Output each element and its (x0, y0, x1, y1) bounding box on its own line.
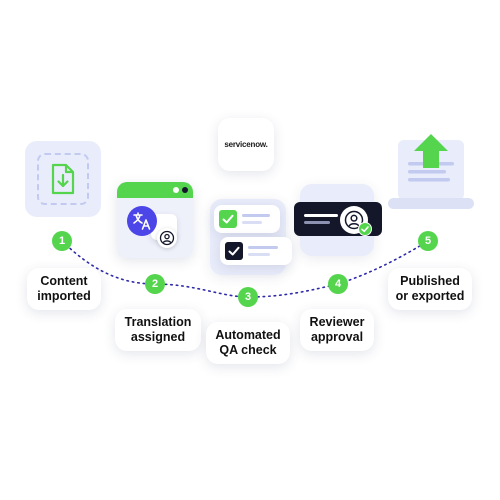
step-5-badge: 5 (418, 231, 438, 251)
window-dot-2 (182, 187, 188, 193)
checklist-item-2 (220, 237, 292, 265)
content-import-tile (25, 141, 101, 217)
checklist-item-1 (214, 205, 280, 233)
window-titlebar (117, 182, 193, 198)
translation-window (117, 182, 193, 258)
window-dot-1 (173, 187, 179, 193)
servicenow-logo: servicenow. (224, 140, 268, 149)
step-5-label: Published or exported (388, 268, 472, 310)
text-line (242, 221, 262, 224)
text-line (248, 246, 278, 249)
text-line (248, 253, 270, 256)
step-2-label: Translation assigned (115, 309, 201, 351)
text-line (304, 214, 338, 217)
document-download-icon (51, 163, 75, 195)
step-4-label: Reviewer approval (300, 309, 374, 351)
servicenow-logo-card: servicenow. (218, 118, 274, 171)
step-1-label: Content imported (27, 268, 101, 310)
green-checkbox-icon (219, 210, 237, 228)
approved-check-icon (358, 222, 372, 236)
translate-icon (127, 206, 157, 236)
step-1-badge: 1 (52, 231, 72, 251)
dashed-dropzone (37, 153, 89, 205)
text-line (242, 214, 270, 217)
user-circle-icon (157, 228, 177, 248)
step-4-badge: 4 (328, 274, 348, 294)
dark-checkbox-icon (225, 242, 243, 260)
step-3-badge: 3 (238, 287, 258, 307)
step-3-label: Automated QA check (206, 322, 290, 364)
text-line (304, 221, 330, 224)
laptop-upload-icon (388, 134, 474, 209)
step-2-badge: 2 (145, 274, 165, 294)
